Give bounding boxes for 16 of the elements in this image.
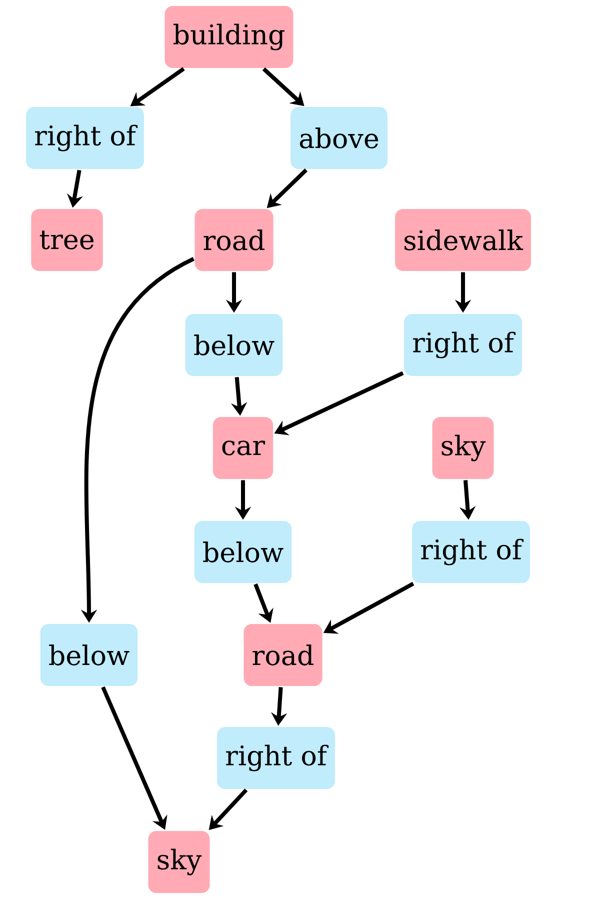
- relation-box: above: [290, 107, 388, 169]
- object-box: tree: [31, 209, 103, 271]
- relation-box: right of: [217, 727, 335, 789]
- object-box: road: [244, 624, 322, 686]
- relation-box: below: [185, 314, 283, 376]
- object-box: car: [212, 417, 274, 479]
- object-box: sky: [148, 831, 210, 893]
- relation-box: below: [194, 521, 292, 583]
- relation-box: right of: [404, 314, 522, 376]
- object-box: building: [164, 6, 294, 68]
- object-box: sidewalk: [395, 209, 531, 271]
- relation-box: right of: [412, 521, 530, 583]
- object-box: road: [194, 209, 274, 271]
- relation-box: below: [40, 624, 138, 686]
- object-box: sky: [432, 417, 494, 479]
- relation-box: right of: [26, 107, 144, 169]
